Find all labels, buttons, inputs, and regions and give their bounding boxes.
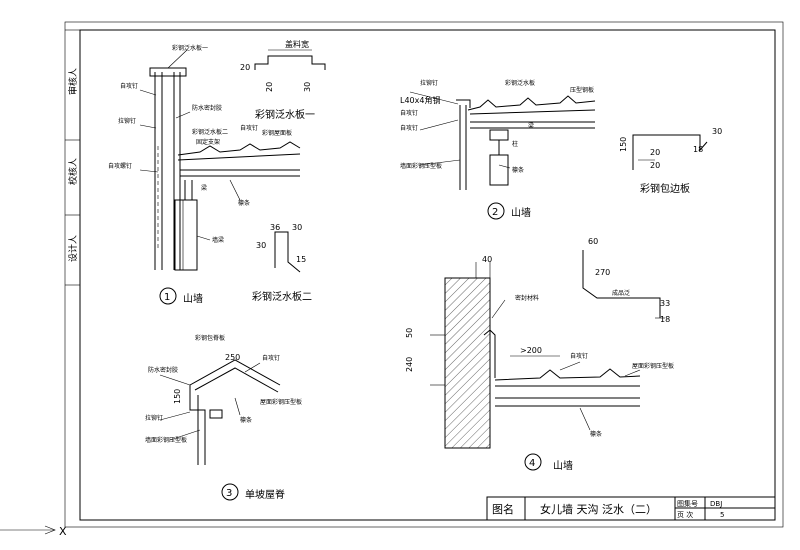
d2-note: 自攻钉 (400, 109, 418, 117)
flashing-part-2: 36 30 30 15 彩钢泛水板二 (252, 223, 312, 303)
d1-note: 檩条 (238, 199, 250, 207)
title-label: 图名 (492, 502, 514, 516)
flashing-part-1-caption: 彩钢泛水板一 (255, 108, 315, 121)
detail-3-caption: 单坡屋脊 (245, 488, 285, 501)
detail-3: 250 150 彩钢包脊板 自攻钉 防水密封胶 拉铆钉 屋面彩钢压型板 墙面彩钢… (145, 334, 302, 501)
detail-2-caption: 山墙 (511, 206, 531, 219)
d2-note: 檩条 (512, 166, 524, 174)
detail-1: 彩钢泛水板一 自攻钉 防水密封胶 彩钢泛水板二 自攻钉 彩钢屋面板 拉铆钉 自攻… (108, 44, 301, 305)
code-value: DBJ (710, 500, 722, 508)
d1-note: 彩钢屋面板 (262, 129, 292, 137)
d4-dim-50: 50 (405, 328, 414, 338)
edge-dim-20b: 20 (650, 161, 660, 170)
d2-note: 墙面彩钢压型板 (400, 162, 442, 170)
d1-note: 拉铆钉 (118, 117, 136, 125)
d1-note: 自攻钉 (240, 124, 258, 132)
d1-note: 墙梁 (212, 236, 224, 244)
d3-note: 自攻钉 (262, 354, 280, 362)
d2-note: 自攻钉 (400, 124, 418, 132)
d3-note: 彩钢包脊板 (195, 334, 225, 342)
d2-dim-15: 15 (296, 255, 306, 264)
detail-2: L40x4角钢 拉铆钉 自攻钉 彩钢泛水板 压型钢板 自攻钉 柱 梁 檩条 墙面… (400, 79, 596, 220)
edge-dim-30: 30 (712, 127, 722, 136)
d4-wall-hatch (444, 277, 491, 449)
d4-note: 自攻钉 (570, 352, 588, 360)
edge-dim-150: 150 (619, 137, 628, 152)
flashing-part-1: 盖料宽 20 20 30 彩钢泛水板一 (240, 39, 326, 121)
d1-note: 彩钢泛水板一 (172, 44, 208, 52)
page-value: 5 (720, 511, 724, 519)
drawing-title: 女儿墙 天沟 泛水（二） (540, 502, 657, 516)
ucs-icon: X (0, 525, 67, 538)
d2-note: 柱 (512, 140, 518, 148)
d1-dim-20b: 20 (265, 82, 274, 92)
d3-note: 墙面彩钢压型板 (145, 436, 187, 444)
d3-note: 防水密封胶 (148, 366, 178, 374)
d1-note: 固定支架 (196, 138, 220, 146)
detail-3-number: 3 (226, 488, 232, 499)
outer-border (64, 21, 784, 528)
d4-note: 檩条 (590, 430, 602, 438)
d1-note: 彩钢泛水板二 (192, 128, 228, 136)
d4-note: 密封材料 (515, 294, 539, 302)
d4-dim-18: 18 (660, 315, 670, 324)
inner-border (79, 29, 776, 521)
d1-note: 梁 (201, 184, 207, 192)
code-label: 图集号 (677, 499, 698, 508)
d1-note: 自攻钉 (120, 82, 138, 90)
edge-flashing-caption: 彩钢包边板 (640, 182, 690, 195)
d2-dim-36: 36 (270, 223, 280, 232)
detail-2-number: 2 (492, 207, 498, 218)
d2-angle-label: L40x4角钢 (400, 95, 440, 105)
d2-note: 梁 (528, 122, 534, 130)
sidebar-label-checker: 校核人 (67, 158, 79, 185)
title-block: 图名 女儿墙 天沟 泛水（二） 图集号 DBJ 页 次 5 (486, 496, 776, 521)
d2-note: 拉铆钉 (420, 79, 438, 87)
d2-note: 彩钢泛水板 (505, 79, 535, 87)
d4-flash-label: 成品泛 (612, 289, 630, 297)
sidebar-label-designer: 设计人 (67, 235, 79, 262)
edge-dim-20a: 20 (650, 148, 660, 157)
d3-note: 屋面彩钢压型板 (260, 398, 302, 406)
d3-note: 檩条 (240, 416, 252, 424)
d2-dim-30: 30 (292, 223, 302, 232)
edge-dim-18: 18 (693, 145, 703, 154)
flashing-part-2-caption: 彩钢泛水板二 (252, 290, 312, 303)
d4-dim-60: 60 (588, 237, 598, 246)
d4-note: 屋面彩钢压型板 (632, 362, 674, 370)
d4-dim-240: 240 (405, 357, 414, 372)
detail-4-caption: 山墙 (553, 459, 573, 472)
ucs-x-label: X (59, 525, 67, 538)
page-label: 页 次 (677, 510, 693, 519)
d1-note: 防水密封胶 (192, 104, 222, 112)
d2-note: 压型钢板 (570, 86, 594, 94)
d3-dim-150: 150 (173, 389, 182, 404)
d1-dim-30: 30 (303, 82, 312, 92)
d1-dim-width: 盖料宽 (285, 39, 309, 49)
d1-note: 自攻螺钉 (108, 162, 132, 170)
detail-4: 40 50 240 >200 密封材料 自攻钉 屋面彩钢压型板 檩条 4 山墙 (405, 255, 674, 472)
d4-dim-270: 270 (595, 268, 610, 277)
detail-4-flashing-profile: 60 270 33 18 成品泛 (582, 237, 670, 324)
sidebar-label-reviewer: 审核人 (67, 68, 79, 95)
d4-dim-40: 40 (482, 255, 492, 264)
detail-4-number: 4 (529, 458, 535, 469)
d1-dim-20a: 20 (240, 63, 250, 72)
d2-dim-30b: 30 (256, 241, 266, 250)
d3-dim-250: 250 (225, 353, 240, 362)
d4-dim-200: >200 (520, 346, 542, 355)
d3-note: 拉铆钉 (145, 414, 163, 422)
detail-1-number: 1 (164, 292, 170, 303)
d4-dim-33: 33 (660, 299, 670, 308)
signature-sidebar: 审核人 校核人 设计人 (65, 29, 80, 286)
edge-flashing: 150 20 20 30 18 彩钢包边板 (619, 127, 722, 195)
detail-1-caption: 山墙 (183, 292, 203, 305)
